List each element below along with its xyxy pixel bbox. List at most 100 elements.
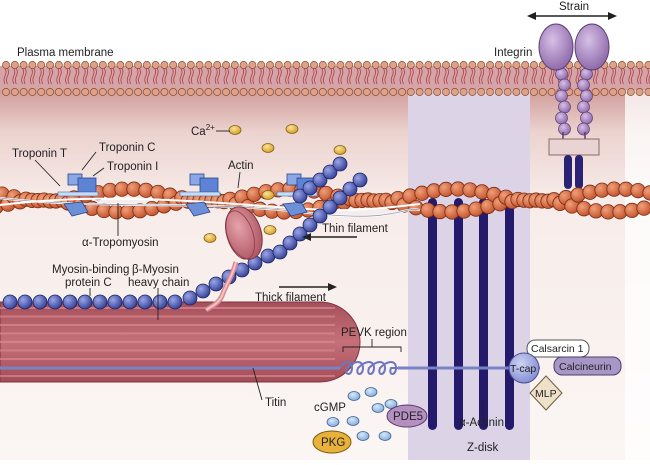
lipid-head (2, 88, 10, 96)
label-thick-filament: Thick filament (255, 292, 327, 304)
label-pevk-region: PEVK region (341, 327, 407, 339)
alpha-actinin-bar (505, 198, 514, 430)
lipid-tail (417, 67, 420, 85)
lipid-head (459, 88, 468, 96)
lipid-tail (426, 67, 429, 85)
lipid-head (90, 61, 98, 69)
lipid-tail (595, 67, 599, 85)
lipid-tail (428, 67, 432, 85)
lipid-head (512, 88, 521, 96)
lipid-head (266, 61, 274, 69)
lipid-head (257, 61, 266, 69)
lipid-head (530, 61, 538, 69)
lipid-head (362, 61, 371, 69)
lipid-tail (162, 67, 165, 85)
myosin-bead (352, 172, 368, 188)
lipid-head (450, 88, 459, 96)
thick-filament (0, 301, 361, 383)
lipid-tail (270, 67, 273, 85)
lipid-head (283, 88, 292, 96)
lipid-head (125, 61, 134, 69)
lipid-head (195, 61, 204, 69)
lipid-tail (82, 67, 86, 85)
integrin-domain (558, 122, 571, 136)
thick-filament-arrow (279, 283, 337, 291)
lipid-tail (408, 67, 412, 85)
lipid-head (160, 61, 169, 69)
cgmp-molecule (347, 391, 361, 401)
lipid-tail (593, 67, 596, 85)
integrin-head-left (538, 23, 574, 71)
lipid-tail (628, 67, 632, 85)
lipid-tail (410, 67, 414, 85)
lipid-head (178, 61, 186, 69)
lipid-head (63, 61, 72, 69)
myosin-bead (322, 199, 338, 215)
lipid-head (635, 61, 644, 69)
lipid-tail (58, 67, 62, 85)
myosin-bead (182, 290, 198, 306)
cgmp-molecule (356, 431, 370, 441)
myosin-bead (152, 294, 168, 310)
calcium-ion (285, 124, 299, 134)
myosin-bead (332, 190, 348, 206)
lipid-head (301, 88, 310, 96)
lipid-tail (338, 67, 341, 85)
lipid-tail (525, 67, 529, 85)
lipid-tail (639, 67, 643, 85)
lipid-tail (446, 67, 449, 85)
lipid-tail (314, 67, 317, 85)
lipid-tail (443, 67, 447, 85)
lipid-head (125, 88, 134, 96)
lipid-head (204, 88, 213, 96)
lipid-tail (179, 67, 183, 85)
thin-filament-arrow (302, 233, 357, 241)
calcium-ion (203, 233, 217, 243)
lipid-tail (302, 67, 306, 85)
lipid-tail (531, 67, 535, 85)
myosin-bead (107, 294, 123, 310)
lipid-tail (126, 67, 130, 85)
lipid-tail (646, 67, 649, 85)
lipid-tail (472, 67, 476, 85)
lipid-head (274, 88, 283, 96)
lipid-head (538, 88, 547, 96)
lipid-tail (487, 67, 491, 85)
lipid-head (54, 61, 63, 69)
myosin-bead (2, 294, 18, 310)
lipid-tail (630, 67, 634, 85)
label-z-disk: Z-disk (467, 442, 499, 454)
lipid-tail (85, 67, 89, 85)
lipid-head (72, 88, 81, 96)
lipid-head (213, 61, 222, 69)
integrin-domain (555, 111, 568, 125)
lipid-head (459, 61, 468, 69)
lipid-tail (470, 67, 473, 85)
lipid-tail (340, 67, 344, 85)
lipid-tail (329, 67, 332, 85)
calcium-ion (263, 225, 277, 235)
lipid-tail (261, 67, 265, 85)
lipid-head (239, 61, 248, 69)
lipid-head (90, 88, 98, 96)
calcineurin-box (553, 356, 622, 376)
alpha-actinin-bar (479, 198, 488, 430)
lipid-head (107, 88, 116, 96)
lipid-head (213, 88, 222, 96)
calcium-ions (203, 124, 347, 243)
lipid-head (644, 88, 650, 96)
lipid-head (644, 61, 650, 69)
lipid-tail (349, 67, 353, 85)
lipid-head (10, 61, 19, 69)
lipid-head (406, 61, 415, 69)
calcium-ion (261, 190, 275, 200)
lipid-head (618, 88, 626, 96)
label-plasma-membrane: Plasma membrane (17, 47, 114, 59)
lipid-head (292, 61, 301, 69)
lipid-tail (294, 67, 297, 85)
cgmp-molecule (378, 431, 392, 441)
lipid-tail (129, 67, 133, 85)
lipid-tail (285, 67, 288, 85)
label-calsarcin: Calsarcin 1 (531, 343, 584, 355)
lipid-head (318, 61, 327, 69)
